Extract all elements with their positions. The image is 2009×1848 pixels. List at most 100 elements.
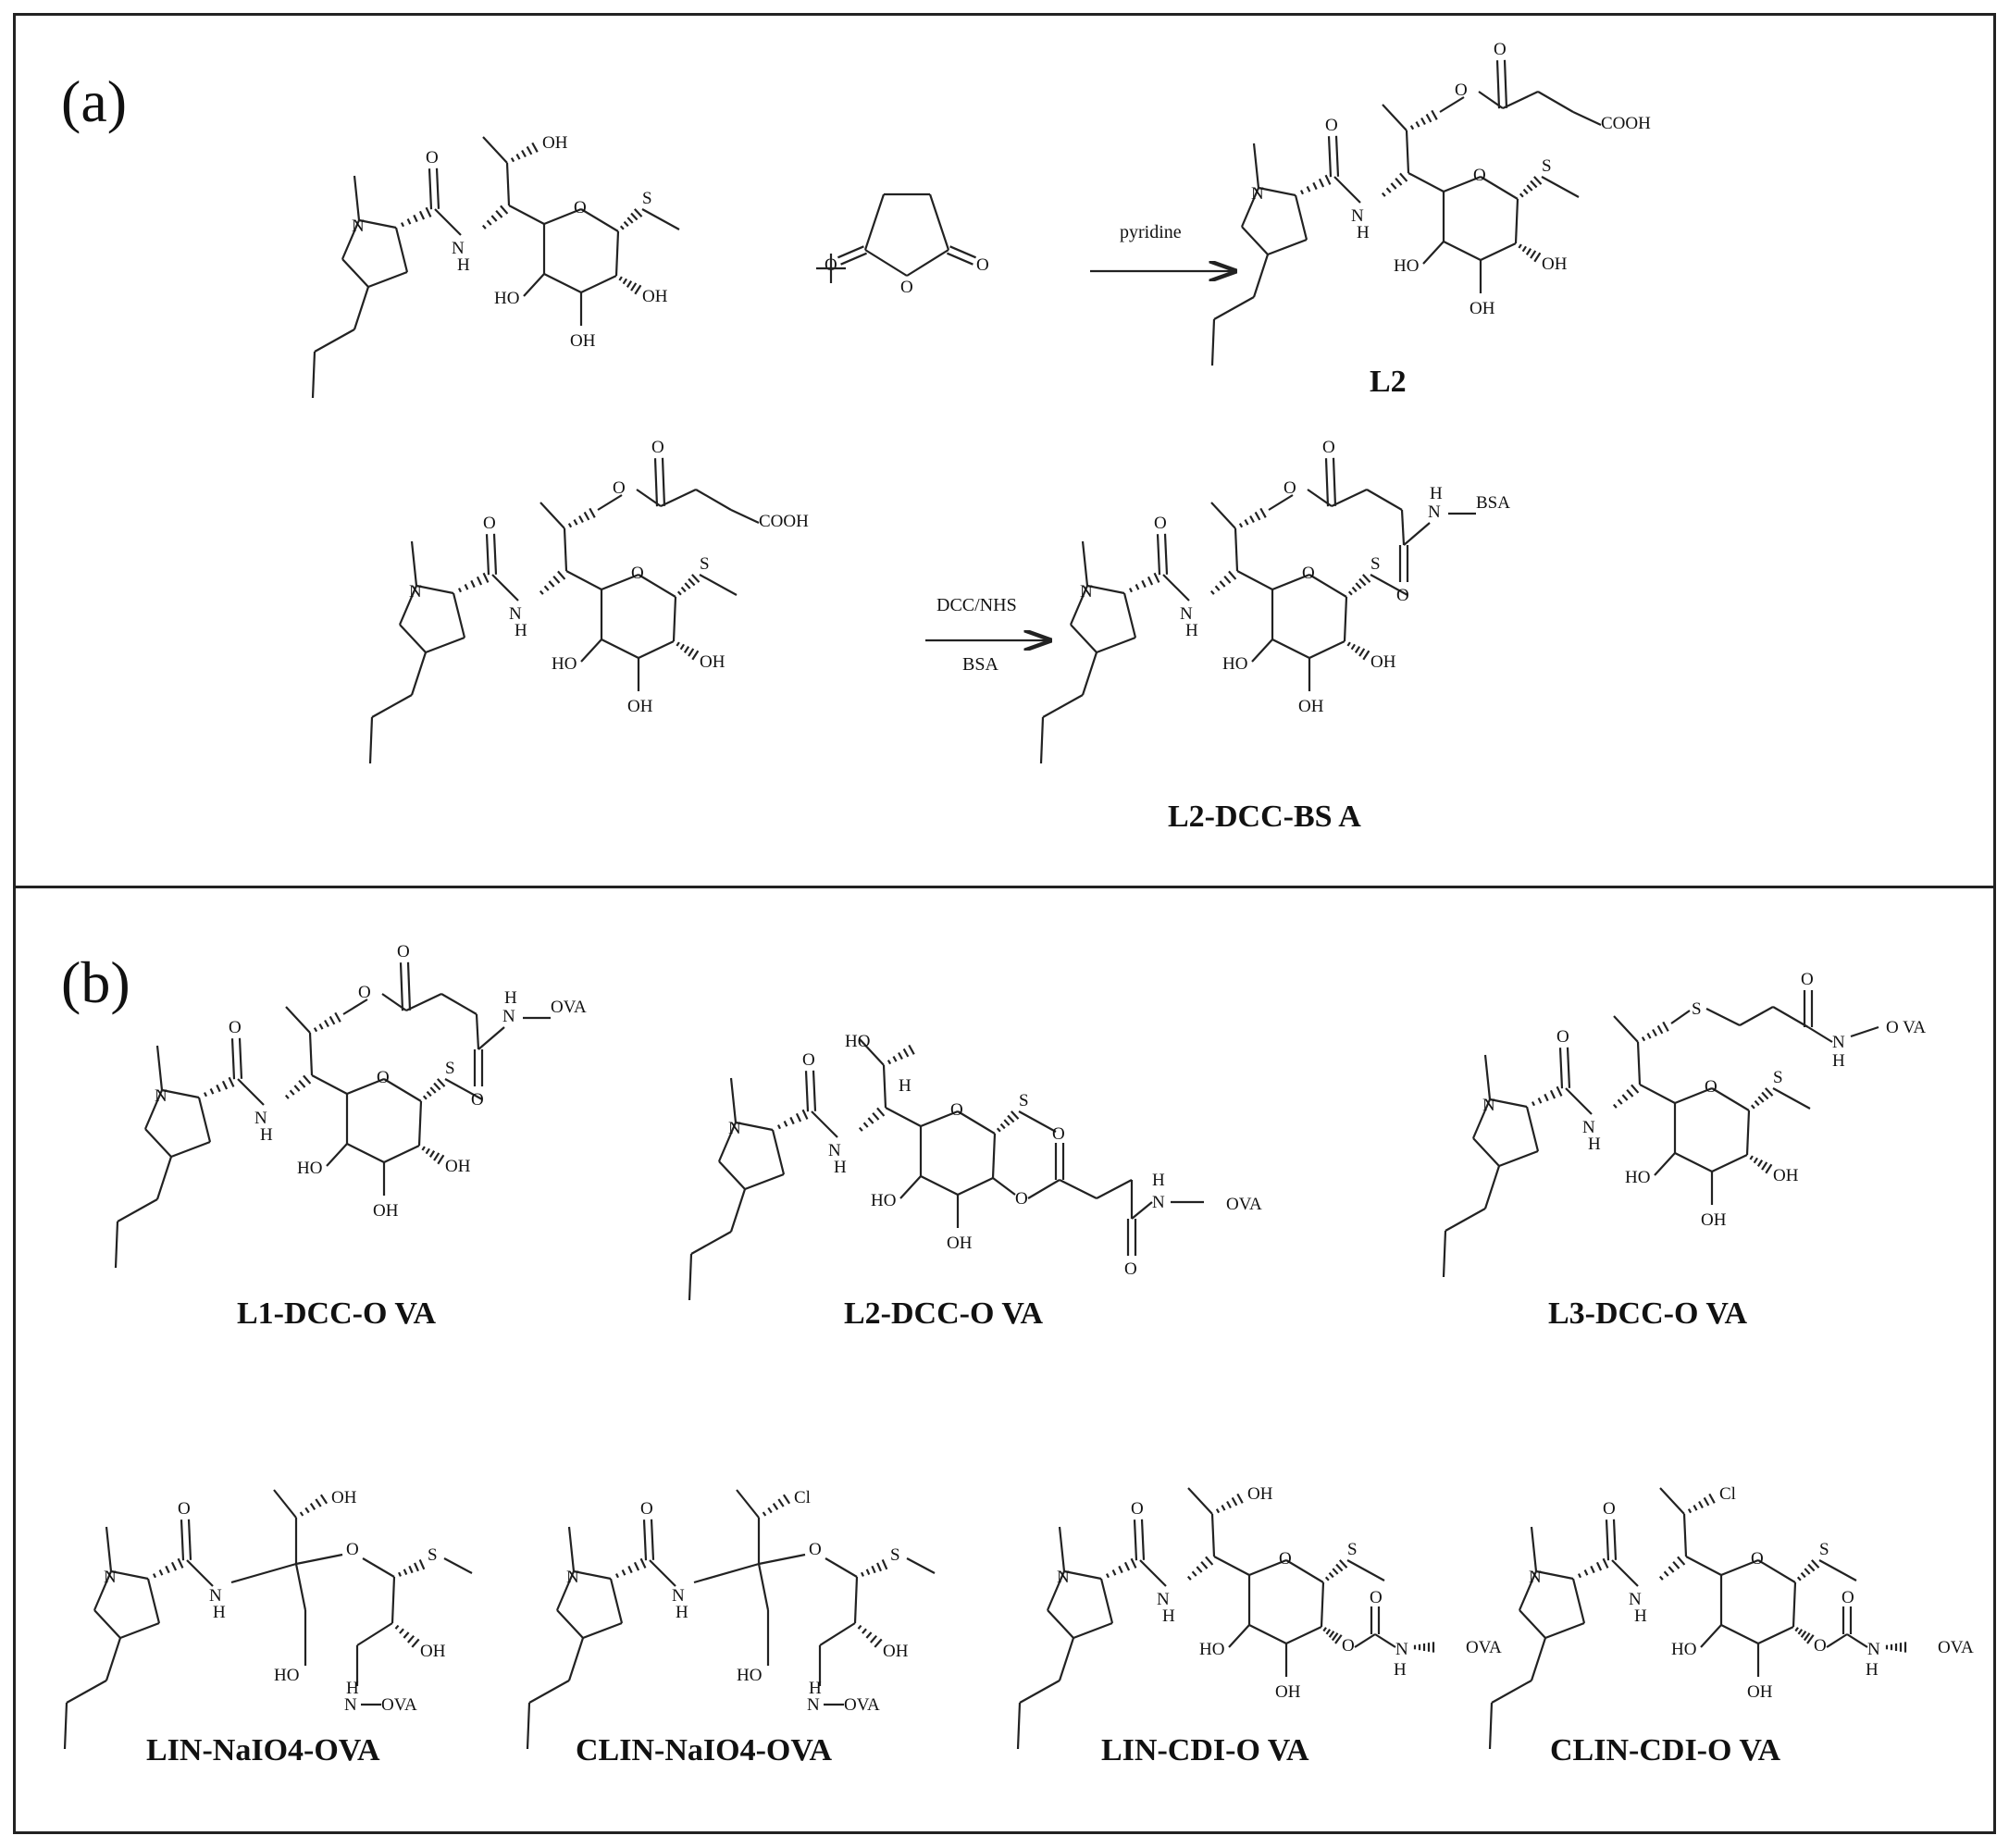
bond bbox=[440, 993, 477, 1015]
ring-bond bbox=[93, 1609, 121, 1639]
ring-bond bbox=[346, 1143, 385, 1163]
ring-bond bbox=[1271, 639, 1310, 659]
hashed-bond bbox=[1226, 1500, 1232, 1509]
double-bond bbox=[238, 1037, 243, 1079]
hashed-bond bbox=[1196, 1566, 1203, 1573]
hashed-bond bbox=[1425, 113, 1432, 123]
hashed-bond bbox=[676, 641, 680, 647]
ring-oxygen-label: O bbox=[1302, 564, 1315, 583]
hashed-bond bbox=[284, 1094, 290, 1099]
ring-bond bbox=[1073, 1621, 1113, 1640]
hydrogen-label: H bbox=[504, 988, 517, 1008]
hydrogen-label: H bbox=[1832, 1051, 1845, 1071]
bond bbox=[105, 1526, 113, 1572]
hashed-bond bbox=[1254, 511, 1261, 521]
bond bbox=[1210, 502, 1236, 529]
hashed-bond bbox=[315, 1498, 322, 1507]
ring-bond bbox=[394, 227, 409, 273]
substituent-label: Cl bbox=[1719, 1484, 1736, 1504]
ring-bond bbox=[543, 207, 582, 226]
hashed-bond bbox=[1800, 1571, 1806, 1579]
hydroxyl-label: OH bbox=[1542, 254, 1568, 274]
hydroxyl-label: HO bbox=[274, 1666, 299, 1685]
oxygen-label: O bbox=[1052, 1124, 1065, 1144]
bond bbox=[641, 208, 680, 230]
bond bbox=[285, 1006, 311, 1034]
hashed-bond bbox=[437, 1154, 445, 1165]
ring-oxygen-label: O bbox=[377, 1068, 390, 1087]
hashed-bond bbox=[1595, 1561, 1603, 1571]
bond bbox=[155, 1045, 164, 1091]
hydroxyl-label: OH bbox=[947, 1234, 973, 1253]
hashed-bond bbox=[1011, 1110, 1020, 1120]
oxygen-label: O bbox=[651, 438, 664, 457]
hashed-bond bbox=[1209, 589, 1215, 595]
hashed-bond bbox=[428, 1150, 436, 1158]
compound-label-l1-dcc-ova: L1-DCC-O VA bbox=[237, 1296, 436, 1331]
bond bbox=[1530, 1637, 1547, 1681]
hydroxyl-label: HO bbox=[1394, 256, 1419, 276]
hydroxyl-label: HO bbox=[297, 1159, 322, 1178]
ring-bond bbox=[383, 1078, 422, 1102]
ring-bond bbox=[1271, 573, 1310, 591]
hashed-bond bbox=[1522, 188, 1529, 195]
hashed-bond bbox=[303, 1074, 312, 1085]
oxygen-label: O bbox=[471, 1090, 484, 1110]
bond bbox=[273, 1489, 297, 1519]
ring-bond bbox=[1241, 226, 1269, 255]
hashed-bond bbox=[871, 1565, 876, 1574]
bond bbox=[1016, 1702, 1022, 1750]
ring-bond bbox=[1514, 198, 1519, 244]
hashed-bond bbox=[221, 1080, 229, 1090]
oxygen-label: O bbox=[426, 148, 439, 167]
bond bbox=[899, 1175, 922, 1199]
bond bbox=[1210, 1513, 1216, 1557]
double-bond bbox=[187, 1519, 192, 1560]
ring-bond bbox=[1745, 1110, 1751, 1156]
carrier-protein-label: BSA bbox=[1476, 493, 1510, 513]
double-bond bbox=[650, 1519, 655, 1560]
hashed-bond bbox=[1355, 582, 1362, 589]
hashed-bond bbox=[626, 217, 634, 224]
hashed-bond bbox=[1221, 1505, 1226, 1511]
substituent-label: OH bbox=[1247, 1484, 1273, 1504]
carrier-protein-label: OVA bbox=[1938, 1638, 1974, 1657]
nitrogen-label: N bbox=[1395, 1640, 1408, 1659]
bond bbox=[1400, 509, 1406, 546]
bond bbox=[1027, 1179, 1060, 1199]
nitrogen-label: N bbox=[155, 1086, 167, 1106]
hashed-bond bbox=[1186, 1575, 1192, 1581]
bond bbox=[391, 1576, 396, 1624]
hashed-bond bbox=[1347, 590, 1353, 596]
hashed-bond bbox=[621, 1569, 626, 1576]
hydroxyl-label: HO bbox=[737, 1666, 762, 1685]
bond bbox=[693, 1562, 760, 1584]
ring-oxygen-label: O bbox=[574, 198, 587, 217]
bond bbox=[1807, 1026, 1833, 1043]
ring-bond bbox=[1498, 1149, 1539, 1168]
hashed-bond bbox=[1612, 1103, 1618, 1109]
bond bbox=[1818, 1559, 1857, 1581]
ring-bond bbox=[601, 639, 639, 659]
double-bond bbox=[661, 457, 666, 506]
bond bbox=[353, 286, 370, 330]
double-bond bbox=[949, 245, 977, 259]
hydroxyl-label: OH bbox=[642, 287, 668, 306]
hashed-bond bbox=[1003, 1119, 1011, 1126]
ring-bond bbox=[1294, 194, 1308, 241]
reagent-bsa: BSA bbox=[962, 654, 998, 675]
hashed-bond bbox=[1537, 1098, 1543, 1104]
hashed-bond bbox=[1658, 1575, 1664, 1581]
hydrogen-label: H bbox=[1152, 1171, 1165, 1190]
substituent-label: Cl bbox=[794, 1488, 811, 1507]
double-bond bbox=[812, 1070, 817, 1111]
hashed-bond bbox=[1796, 1576, 1802, 1581]
hashed-bond bbox=[1214, 585, 1221, 591]
hashed-bond bbox=[876, 1562, 882, 1572]
ring-bond bbox=[672, 596, 677, 642]
bond bbox=[237, 1078, 265, 1106]
oxygen-label: O bbox=[640, 1499, 653, 1519]
hashed-bond bbox=[801, 1109, 809, 1120]
